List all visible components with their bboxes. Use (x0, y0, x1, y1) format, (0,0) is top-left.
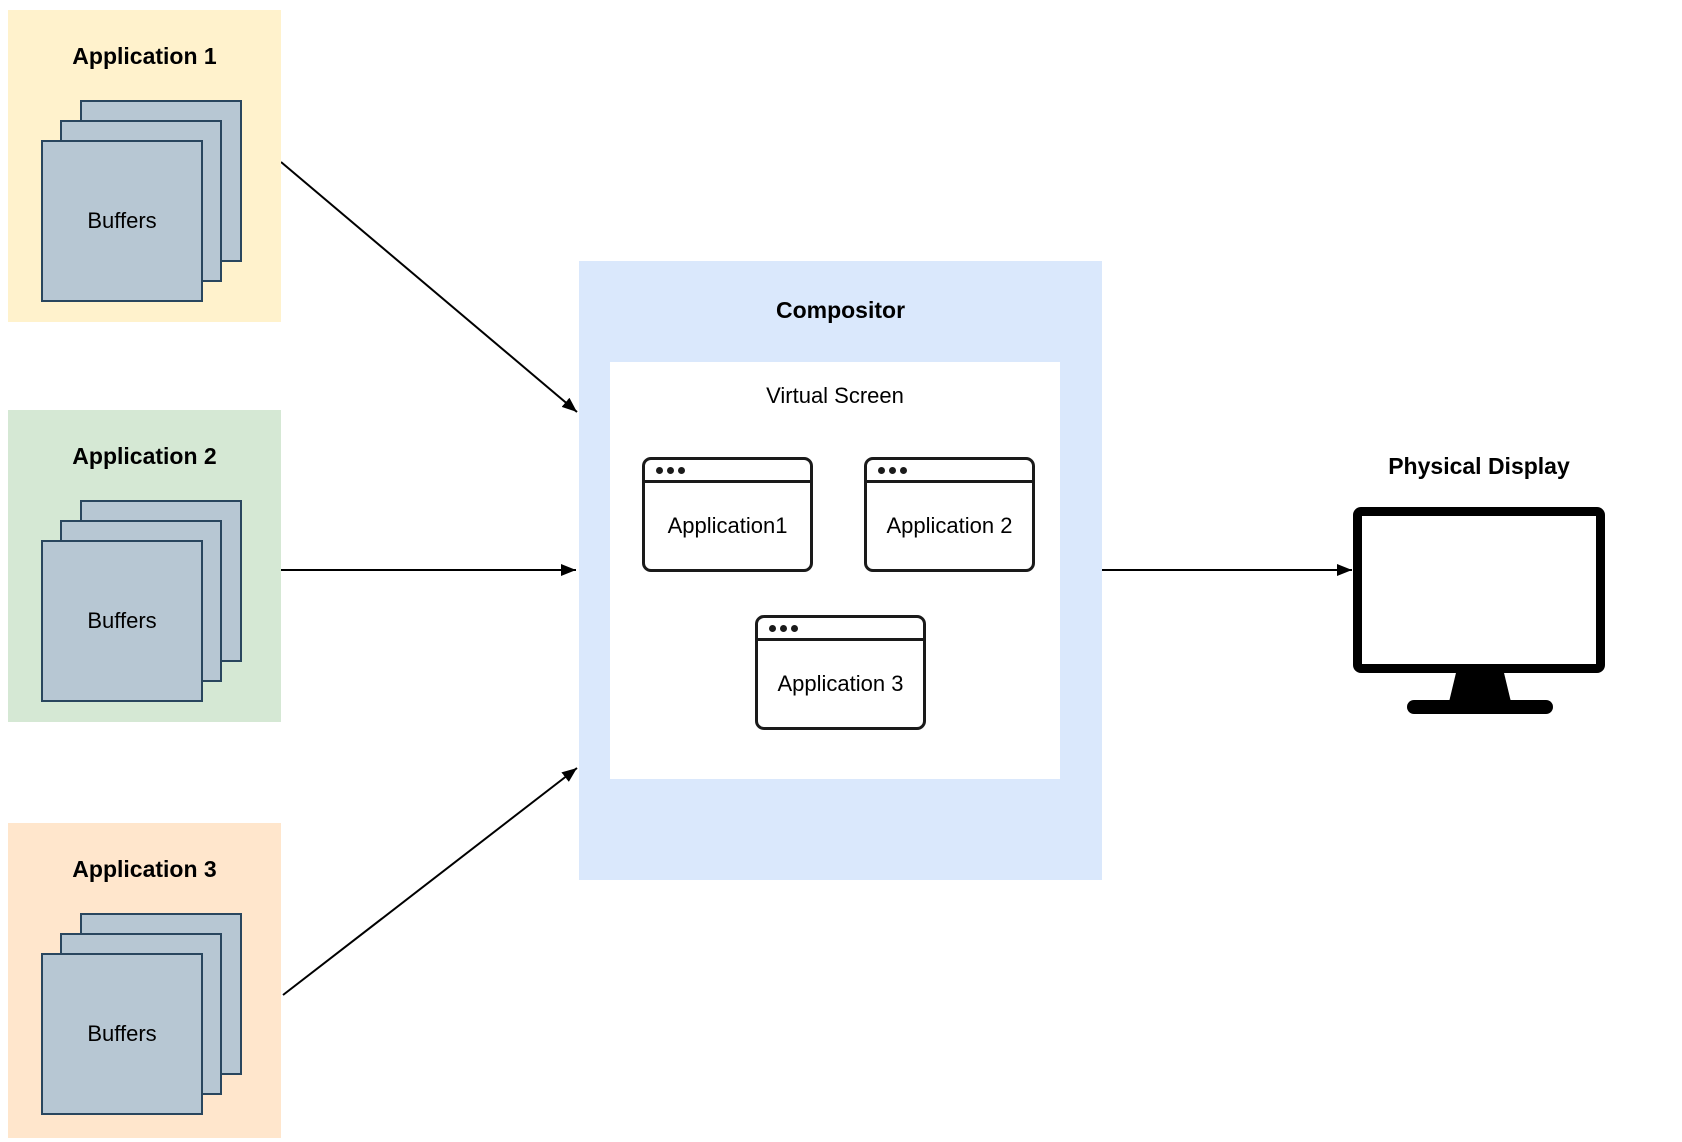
compositor-box: Compositor Virtual Screen Application1 A… (579, 261, 1102, 880)
physical-display-title: Physical Display (1388, 453, 1570, 479)
window-titlebar (867, 460, 1032, 483)
virtual-window-application1: Application1 (642, 457, 813, 572)
buffer-square: Buffers (41, 140, 203, 302)
monitor-icon (1353, 507, 1605, 673)
compositor-title: Compositor (775, 297, 906, 323)
window-dot-icon (900, 466, 907, 474)
virtual-window-application2: Application 2 (864, 457, 1035, 572)
window-label: Application 2 (886, 513, 1013, 538)
window-dot-icon (667, 466, 674, 474)
application-2-title: Application 2 (72, 443, 217, 469)
window-titlebar (758, 618, 923, 641)
virtual-window-application3: Application 3 (755, 615, 926, 730)
buffers-label: Buffers (87, 208, 157, 233)
window-label: Application 3 (777, 671, 904, 696)
buffers-label: Buffers (87, 608, 157, 633)
buffer-square: Buffers (41, 953, 203, 1115)
window-dot-icon (678, 466, 685, 474)
window-dot-icon (791, 624, 798, 632)
monitor-stand-base (1407, 700, 1553, 714)
window-titlebar (645, 460, 810, 483)
virtual-screen-title: Virtual Screen (766, 383, 904, 408)
virtual-screen-box: Virtual Screen Application1 Application … (610, 362, 1060, 779)
arrow-app3-to-compositor (282, 767, 578, 996)
window-dot-icon (878, 466, 885, 474)
window-dot-icon (769, 624, 776, 632)
window-label: Application1 (667, 513, 788, 538)
window-dot-icon (889, 466, 896, 474)
buffer-square: Buffers (41, 540, 203, 702)
application-3-box: Application 3 Buffers (8, 823, 281, 1138)
buffers-label: Buffers (87, 1021, 157, 1046)
application-1-box: Application 1 Buffers (8, 10, 281, 322)
application-2-box: Application 2 Buffers (8, 410, 281, 722)
monitor-stand-neck (1449, 671, 1511, 702)
window-dot-icon (656, 466, 663, 474)
application-3-title: Application 3 (72, 856, 217, 882)
arrow-app1-to-compositor (280, 161, 578, 413)
application-1-title: Application 1 (72, 43, 217, 69)
window-dot-icon (780, 624, 787, 632)
